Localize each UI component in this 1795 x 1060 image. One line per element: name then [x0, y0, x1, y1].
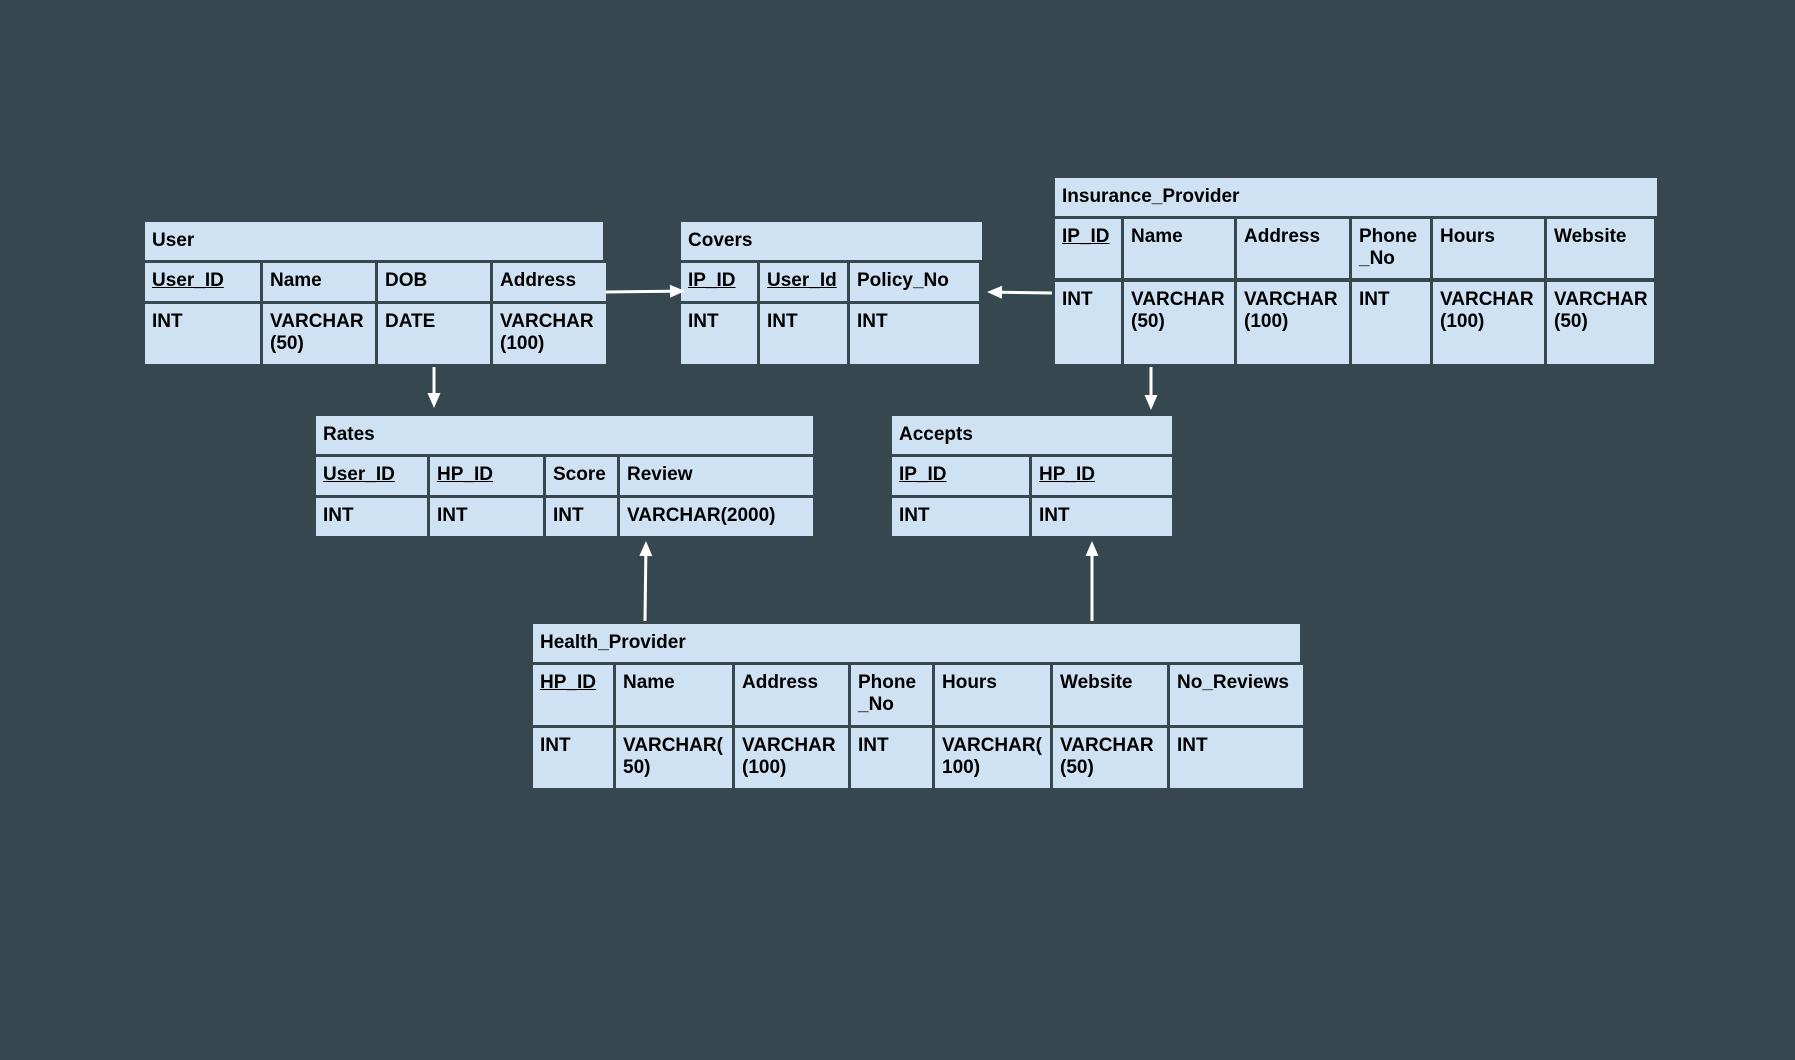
column-type: VARCHAR (50): [1053, 728, 1167, 788]
column-type: INT: [430, 498, 543, 536]
column-type: INT: [145, 304, 260, 364]
column-name: Website: [1547, 219, 1654, 278]
column-type: VARCHAR( 100): [935, 728, 1050, 788]
column-name: Website: [1053, 665, 1167, 725]
primary-key-column-name: HP_ID: [1032, 457, 1172, 495]
column-type: INT: [851, 728, 932, 788]
column-type: VARCHAR(2000): [620, 498, 813, 536]
primary-key-column-name: IP_ID: [1055, 219, 1121, 278]
column-type: INT: [546, 498, 617, 536]
column-type: VARCHAR (50): [263, 304, 375, 364]
column-name: Hours: [935, 665, 1050, 725]
column-name: Name: [1124, 219, 1234, 278]
column-name: Address: [1237, 219, 1349, 278]
column-type: INT: [1352, 282, 1430, 364]
column-type: VARCHAR (100): [735, 728, 848, 788]
column-name: Review: [620, 457, 813, 495]
primary-key-column-name: HP_ID: [430, 457, 543, 495]
column-name: Phone _No: [1352, 219, 1430, 278]
primary-key-column-name: User_ID: [145, 263, 260, 301]
entity-title: Insurance_Provider: [1055, 178, 1657, 216]
column-type: INT: [533, 728, 613, 788]
column-type: VARCHAR (100): [1433, 282, 1544, 364]
column-type: INT: [760, 304, 847, 364]
entity-title: Covers: [681, 222, 982, 260]
column-name: Address: [493, 263, 606, 301]
entity-title: Rates: [316, 416, 813, 454]
entity-title: User: [145, 222, 603, 260]
column-name: Phone _No: [851, 665, 932, 725]
arrow-insurance-provider-to-accepts: [1144, 367, 1158, 410]
column-type: INT: [1032, 498, 1172, 536]
column-name: No_Reviews: [1170, 665, 1303, 725]
arrow-health-provider-to-rates: [639, 541, 653, 622]
column-type: INT: [681, 304, 757, 364]
column-type: INT: [1170, 728, 1303, 788]
column-type: INT: [1055, 282, 1121, 364]
column-type: DATE: [378, 304, 490, 364]
column-type: INT: [316, 498, 427, 536]
column-name: Address: [735, 665, 848, 725]
arrow-user-to-rates: [427, 367, 441, 408]
primary-key-column-name: IP_ID: [892, 457, 1029, 495]
column-type: VARCHAR (50): [1124, 282, 1234, 364]
column-type: VARCHAR (100): [493, 304, 606, 364]
column-type: INT: [892, 498, 1029, 536]
column-type: VARCHAR (100): [1237, 282, 1349, 364]
column-name: Name: [616, 665, 732, 725]
primary-key-column-name: IP_ID: [681, 263, 757, 301]
entity-title: Accepts: [892, 416, 1172, 454]
primary-key-column-name: User_ID: [316, 457, 427, 495]
entity-title: Health_Provider: [533, 624, 1300, 662]
column-name: Policy_No: [850, 263, 979, 301]
column-name: DOB: [378, 263, 490, 301]
column-type: INT: [850, 304, 979, 364]
column-name: Score: [546, 457, 617, 495]
arrow-user-to-covers: [605, 284, 685, 298]
column-type: VARCHAR (50): [1547, 282, 1654, 364]
column-type: VARCHAR( 50): [616, 728, 732, 788]
arrow-health-provider-to-accepts: [1085, 541, 1099, 621]
primary-key-column-name: HP_ID: [533, 665, 613, 725]
column-name: Name: [263, 263, 375, 301]
primary-key-column-name: User_Id: [760, 263, 847, 301]
column-name: Hours: [1433, 219, 1544, 278]
arrow-insurance-provider-to-covers: [987, 285, 1053, 299]
